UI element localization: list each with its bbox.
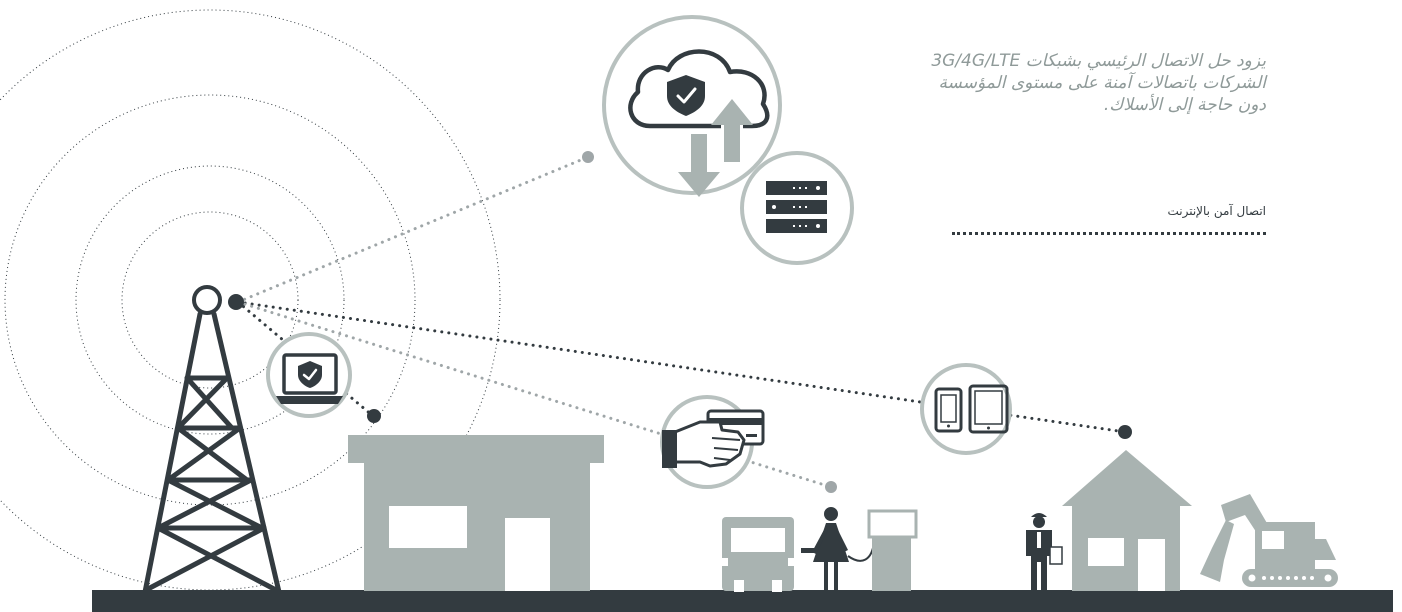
cloud-shield-icon: [602, 15, 782, 197]
radio-wave-ring: [121, 211, 299, 389]
fuel-pump-icon: [867, 509, 918, 591]
ground-strip: [92, 590, 1393, 612]
description: يزود حل الاتصال الرئيسي بشبكات 3G/4G/LTE…: [846, 50, 1266, 116]
excavator-icon: [1200, 494, 1338, 587]
cell-tower-icon: [142, 285, 282, 595]
upload-arrow-icon: [711, 99, 753, 164]
building-icon: [348, 435, 604, 591]
laptop-shield-icon: [266, 332, 352, 418]
description-line: دون حاجة إلى الأسلاك.: [1103, 95, 1266, 115]
legend-label: اتصال آمن بالإنترنت: [1167, 204, 1266, 218]
endpoint-cloud: [582, 151, 594, 163]
worker-icon: [1026, 513, 1063, 591]
tablet-phone-icon: [920, 363, 1012, 455]
connection-line-shop: [236, 300, 375, 418]
endpoint-fuel: [825, 481, 837, 493]
connection-line-cloud: [236, 155, 590, 304]
connection-legend: اتصال آمن بالإنترنت: [946, 204, 1266, 235]
house-icon: [1062, 450, 1192, 591]
description-line: الشركات باتصالات آمنة على مستوى المؤسسة: [938, 73, 1266, 93]
radio-wave-ring: [4, 94, 416, 506]
radio-wave-ring: [0, 9, 501, 591]
truck-icon: [720, 517, 796, 592]
endpoint-house: [1118, 425, 1132, 439]
endpoint-tower: [228, 294, 244, 310]
server-icon: [740, 151, 854, 265]
woman-icon: [801, 507, 849, 591]
download-arrow-icon: [678, 132, 720, 197]
description-line: يزود حل الاتصال الرئيسي بشبكات 3G/4G/LTE: [931, 51, 1266, 71]
card-payment-icon: [660, 395, 765, 489]
fuel-hose: [847, 541, 875, 562]
legend-dotted-line: [952, 232, 1266, 235]
radio-waves: [0, 9, 501, 591]
radio-wave-ring: [75, 165, 345, 435]
endpoint-shop: [367, 409, 381, 423]
